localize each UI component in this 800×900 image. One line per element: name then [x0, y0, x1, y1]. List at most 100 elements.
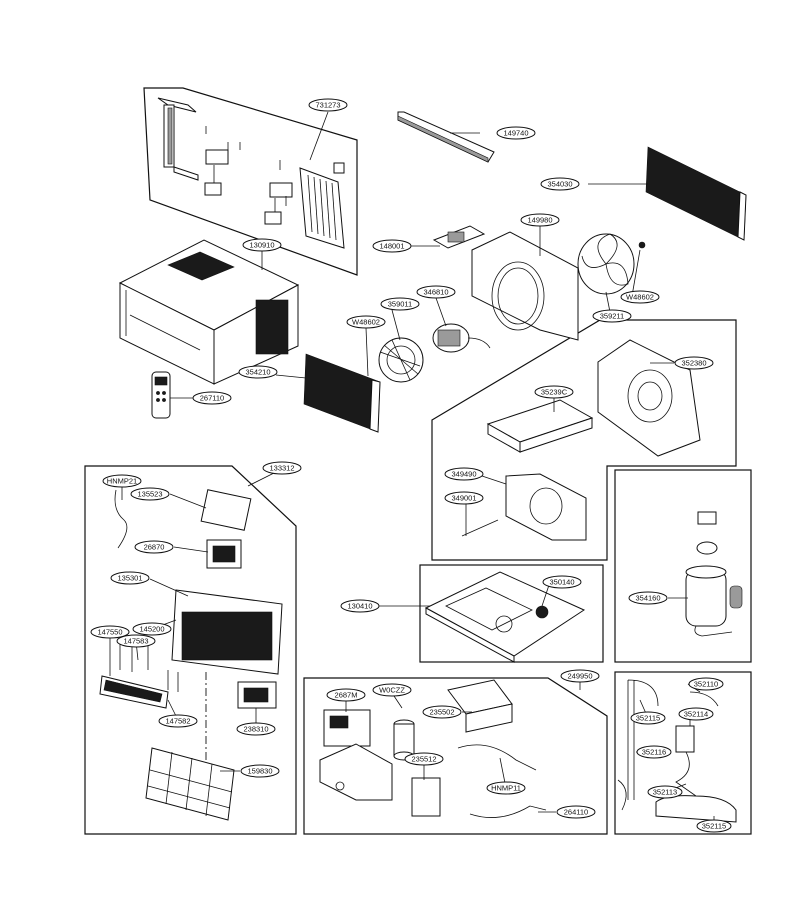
label-352115-bottom: 352115 — [696, 819, 732, 833]
label-346810: 346810 — [416, 285, 456, 299]
label-731273: 731273 — [308, 98, 348, 112]
svg-text:352380: 352380 — [681, 359, 706, 368]
label-352116: 352116 — [636, 745, 672, 759]
svg-text:35239C: 35239C — [541, 388, 568, 397]
label-352114: 352114 — [678, 707, 714, 721]
remote-control — [151, 371, 171, 419]
front-panel-group-outline — [84, 465, 297, 835]
base-pan-group-outline — [419, 564, 604, 663]
top-bar — [397, 111, 495, 163]
label-354210: 354210 — [238, 365, 278, 379]
svg-text:352113: 352113 — [653, 788, 677, 797]
label-26870: 26870 — [134, 540, 174, 554]
svg-text:135301: 135301 — [117, 574, 142, 583]
svg-text:352115: 352115 — [702, 822, 726, 831]
label-267110: 267110 — [192, 391, 232, 405]
bracket-group-outline — [143, 87, 358, 276]
label-hnmp21: HNMP21 — [102, 474, 142, 488]
svg-text:149980: 149980 — [527, 216, 552, 225]
label-w0czz: W0CZZ — [372, 683, 412, 697]
compressor-group-outline — [614, 469, 752, 663]
label-145200: 145200 — [132, 622, 172, 636]
svg-text:352115: 352115 — [636, 714, 660, 723]
label-350140: 350140 — [542, 575, 582, 589]
svg-text:145200: 145200 — [139, 625, 164, 634]
label-2687m: 2687M — [326, 688, 366, 702]
cabinet — [118, 239, 300, 385]
svg-text:133312: 133312 — [269, 464, 294, 473]
label-147550: 147550 — [90, 625, 130, 639]
label-359211: 359211 — [592, 309, 632, 323]
svg-text:352110: 352110 — [694, 680, 718, 689]
svg-text:354160: 354160 — [635, 594, 660, 603]
svg-text:159830: 159830 — [247, 767, 272, 776]
evaporator-coil — [303, 353, 381, 433]
label-135523: 135523 — [130, 487, 170, 501]
label-159830: 159830 — [240, 764, 280, 778]
blower-wheel — [378, 337, 424, 383]
label-352113: 352113 — [647, 785, 683, 799]
svg-text:147583: 147583 — [123, 637, 148, 646]
label-149740: 149740 — [496, 126, 536, 140]
label-354030: 354030 — [540, 177, 580, 191]
control-box-parts — [319, 679, 547, 818]
control-box-group-outline — [303, 677, 608, 835]
front-panel-parts — [99, 489, 283, 821]
label-149980: 149980 — [520, 213, 560, 227]
svg-text:350140: 350140 — [549, 578, 574, 587]
side-brackets — [157, 97, 345, 249]
svg-text:352116: 352116 — [642, 748, 666, 757]
piping-group-outline — [614, 671, 752, 835]
condenser-fan — [577, 233, 646, 295]
svg-text:349490: 349490 — [451, 470, 476, 479]
label-349490: 349490 — [444, 467, 484, 481]
label-354160: 354160 — [628, 591, 668, 605]
svg-text:235502: 235502 — [429, 708, 454, 717]
label-35239c: 35239C — [534, 385, 574, 399]
label-hnmp11: HNMP11 — [486, 781, 526, 795]
svg-text:W48602: W48602 — [352, 318, 380, 327]
svg-text:359211: 359211 — [600, 312, 624, 321]
label-135301: 135301 — [110, 571, 150, 585]
svg-text:354030: 354030 — [547, 180, 572, 189]
svg-text:731273: 731273 — [315, 101, 340, 110]
svg-text:148001: 148001 — [379, 242, 404, 251]
svg-text:346810: 346810 — [423, 288, 448, 297]
label-359011: 359011 — [380, 297, 420, 311]
svg-text:149740: 149740 — [503, 129, 528, 138]
svg-text:2687M: 2687M — [335, 691, 358, 700]
svg-text:W0CZZ: W0CZZ — [379, 686, 405, 695]
label-235502: 235502 — [422, 705, 462, 719]
svg-text:147582: 147582 — [165, 717, 190, 726]
svg-text:249950: 249950 — [567, 672, 592, 681]
label-133312: 133312 — [262, 461, 302, 475]
svg-text:354210: 354210 — [245, 368, 270, 377]
label-352380: 352380 — [674, 356, 714, 370]
svg-text:HNMP11: HNMP11 — [491, 784, 521, 793]
svg-text:264110: 264110 — [564, 808, 588, 817]
label-238310: 238310 — [236, 722, 276, 736]
svg-text:135523: 135523 — [137, 490, 162, 499]
fan-motor — [432, 323, 491, 353]
condenser-coil — [645, 146, 747, 241]
svg-text:267110: 267110 — [200, 394, 224, 403]
svg-text:130910: 130910 — [249, 241, 274, 250]
piping-parts — [617, 679, 737, 823]
label-264110: 264110 — [556, 805, 596, 819]
label-w48602-left: W48602 — [346, 315, 386, 329]
svg-text:352114: 352114 — [684, 710, 708, 719]
svg-text:359011: 359011 — [388, 300, 412, 309]
base-pan — [424, 571, 586, 663]
shroud — [432, 225, 579, 341]
label-130910: 130910 — [242, 238, 282, 252]
label-147583: 147583 — [116, 634, 156, 648]
label-130410: 130410 — [340, 599, 380, 613]
label-349001: 349001 — [444, 491, 484, 505]
evaporator-parts — [461, 339, 701, 541]
label-147582: 147582 — [158, 714, 198, 728]
label-352115-top: 352115 — [630, 711, 666, 725]
svg-text:349001: 349001 — [451, 494, 476, 503]
svg-text:130410: 130410 — [347, 602, 372, 611]
svg-text:235512: 235512 — [411, 755, 436, 764]
